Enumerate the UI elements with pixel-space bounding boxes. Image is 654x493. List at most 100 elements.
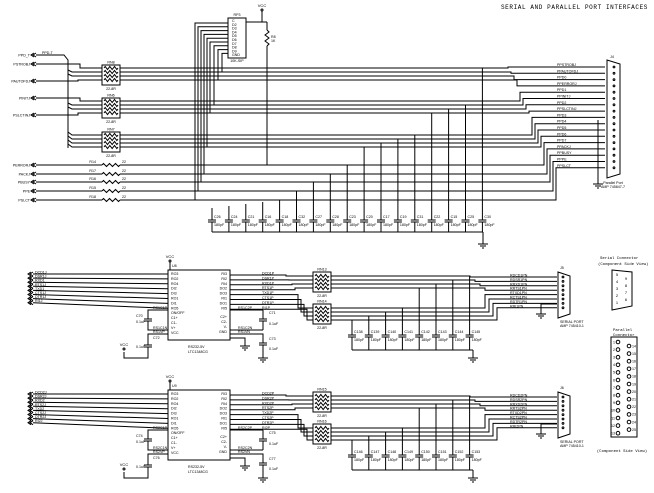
connector-pin xyxy=(561,417,565,421)
serial-connector-outline xyxy=(611,269,633,311)
pin-icon xyxy=(615,408,621,413)
chip-pin-label: DI3 xyxy=(171,292,177,296)
net-label: RS2VP xyxy=(153,450,165,454)
wire xyxy=(67,139,102,144)
port-arrow-icon xyxy=(29,395,34,401)
wire xyxy=(32,414,169,419)
ground-icon xyxy=(478,240,488,249)
net-label: RS2C2P xyxy=(238,426,253,430)
parallel-signal-wire xyxy=(120,79,605,87)
port-arrow-icon xyxy=(32,95,37,101)
connector-pin xyxy=(612,160,616,163)
pin-icon xyxy=(626,404,632,410)
pin-icon xyxy=(615,362,621,368)
chip-pin-label: C2- xyxy=(221,320,228,324)
capacitor-ref: C31 xyxy=(417,215,424,219)
capacitor-value: 0.1uF xyxy=(269,467,279,471)
resistor-icon xyxy=(103,144,119,150)
serial-connector-wire xyxy=(331,427,557,441)
capacitor-value: 180pF xyxy=(354,458,365,462)
port-arrow-icon xyxy=(29,391,34,397)
net-label: PPPE xyxy=(557,158,567,162)
signal-label-pslct: PSLCT xyxy=(18,199,30,203)
net-label: RTXD2PN xyxy=(510,411,527,415)
chip-pin-label: RI4 xyxy=(221,402,227,406)
pin-number: 9 xyxy=(613,401,615,405)
pin-number: 14 xyxy=(632,344,636,348)
wire xyxy=(32,302,169,309)
connector-pin xyxy=(612,147,616,151)
resistor-ref: R18 xyxy=(89,195,96,199)
capacitor-value: 180pF xyxy=(421,338,432,342)
net-label: PPD3 xyxy=(557,113,566,117)
chip-ref: U9 xyxy=(172,384,177,388)
signal-label: RI1J xyxy=(35,299,43,303)
serial-connector-wire xyxy=(331,414,557,429)
wire xyxy=(67,102,102,106)
chip-pin-label: V+ xyxy=(171,446,176,450)
capacitor-ref: C26 xyxy=(214,215,221,219)
pullup-tap-wire xyxy=(203,33,228,174)
pin-number: 16 xyxy=(632,360,636,364)
vcc-icon xyxy=(122,467,126,471)
resistor-array xyxy=(312,303,332,325)
resistor-array-value: 22-8R xyxy=(317,414,327,418)
connector-pin xyxy=(561,280,565,283)
resistor-icon xyxy=(103,136,119,142)
net-label: RS2VN xyxy=(238,450,250,454)
ground-icon xyxy=(468,474,478,483)
pullup-tap-wire xyxy=(194,22,228,200)
parallel-view-title: Parallel xyxy=(613,328,633,333)
connector-pin xyxy=(612,90,616,94)
chip-pin-label: RI3 xyxy=(221,272,227,276)
wire xyxy=(230,453,264,456)
capacitor-ref: C24 xyxy=(231,215,238,219)
net-label: RRTS1PN xyxy=(510,287,527,291)
pin-number: 18 xyxy=(632,375,636,379)
port-arrow-icon xyxy=(29,292,34,297)
resistor-value: 22 xyxy=(122,195,126,199)
capacitor-ref: C152 xyxy=(455,450,464,454)
serial-connector-wire xyxy=(331,294,557,309)
capacitor-ref: C70 xyxy=(136,314,143,318)
pin-number: 9 xyxy=(625,276,628,281)
resistor-icon xyxy=(314,397,330,403)
chip-name: RS232-5V xyxy=(188,345,205,349)
resistor-icon xyxy=(101,171,121,177)
port-arrow-icon xyxy=(27,420,32,426)
capacitor-value: 180pF xyxy=(282,223,293,227)
wire xyxy=(32,409,169,415)
capacitor-ref: C15 xyxy=(451,215,458,219)
capacitor-ref: C140 xyxy=(388,330,397,334)
wire xyxy=(123,352,149,359)
ground-icon xyxy=(593,180,603,189)
capacitor-ref: C71 xyxy=(269,311,276,315)
chip-pin-label: RI2 xyxy=(221,277,227,281)
pullup-pin-label: D4 xyxy=(232,30,237,34)
pin-number: 6 xyxy=(613,378,615,382)
port-arrow-icon xyxy=(29,271,34,277)
port-arrow-icon xyxy=(27,403,32,409)
signal-label: RTS1J xyxy=(35,283,46,287)
port-arrow-icon xyxy=(30,179,35,185)
capacitor-ref: C74 xyxy=(136,434,143,438)
capacitor-ref: C138 xyxy=(354,330,363,334)
resistor-icon xyxy=(314,277,330,283)
net-label: RI2P xyxy=(262,426,271,430)
resistor-array-ref: RN13 xyxy=(317,268,326,272)
port-arrow-icon xyxy=(32,197,37,203)
pullup-pin-label: D6 xyxy=(232,38,237,42)
signal-label: RXD1 xyxy=(35,279,45,283)
serial-signal-wire xyxy=(230,294,313,309)
wire xyxy=(32,405,169,410)
pin-icon xyxy=(626,374,632,379)
capacitor-value: 180pF xyxy=(472,338,483,342)
pin-icon xyxy=(615,430,621,436)
pullup-pin-label: D3 xyxy=(232,27,237,31)
port-arrow-icon xyxy=(32,61,37,67)
port-arrow-icon xyxy=(27,283,32,289)
serial-signal-wire xyxy=(230,414,313,429)
serial-signal-wire xyxy=(230,303,313,317)
chip-pin-label: C1- xyxy=(171,321,178,325)
capacitor-ref: C77 xyxy=(269,457,276,461)
